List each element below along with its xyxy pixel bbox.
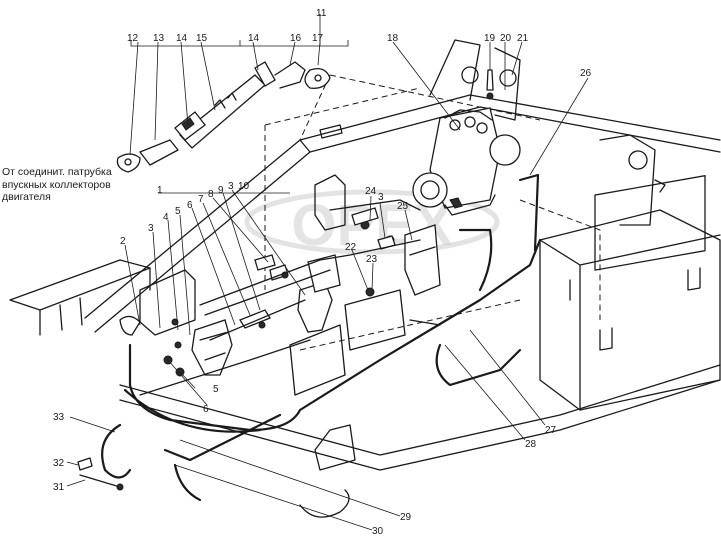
battery-box xyxy=(539,175,721,411)
label-3c: 3 xyxy=(378,192,384,203)
rear-bracket xyxy=(429,39,666,226)
air-compressor xyxy=(412,69,521,216)
label-5a: 5 xyxy=(175,206,181,217)
label-14b: 14 xyxy=(248,33,260,44)
leader-lines xyxy=(66,14,589,531)
label-28: 28 xyxy=(525,439,537,450)
label-30: 30 xyxy=(372,526,384,537)
label-22: 22 xyxy=(345,242,357,253)
intake-pipe xyxy=(116,61,331,173)
plates xyxy=(139,124,406,471)
label-4: 4 xyxy=(163,212,169,223)
valves xyxy=(119,207,441,377)
label-33: 33 xyxy=(53,412,65,423)
label-19: 19 xyxy=(484,33,496,44)
label-29: 29 xyxy=(400,512,412,523)
label-17: 17 xyxy=(312,33,324,44)
label-14a: 14 xyxy=(176,33,188,44)
label-9: 9 xyxy=(218,185,224,196)
label-10: 10 xyxy=(238,181,250,192)
dashed-outlines xyxy=(264,74,601,351)
label-13: 13 xyxy=(153,33,165,44)
note-line-3: двигателя xyxy=(2,191,51,203)
label-3a: 3 xyxy=(148,223,154,234)
clamp-parts xyxy=(77,423,132,491)
label-15: 15 xyxy=(196,33,208,44)
pipelines xyxy=(123,173,542,502)
label-16: 16 xyxy=(290,33,302,44)
note-line-1: От соединит. патрубка xyxy=(2,166,112,178)
label-31: 31 xyxy=(53,482,65,493)
label-26: 26 xyxy=(580,68,592,79)
part-numbers: 11 12 13 14 15 14 16 17 18 19 20 21 26 1… xyxy=(53,8,592,537)
label-32: 32 xyxy=(53,458,65,469)
label-24: 24 xyxy=(365,186,377,197)
label-5b: 5 xyxy=(213,384,219,395)
note-from-intake: От соединит. патрубка впускных коллектор… xyxy=(2,166,172,204)
label-6a: 6 xyxy=(187,200,193,211)
label-6b: 6 xyxy=(203,404,209,415)
label-18: 18 xyxy=(387,33,399,44)
label-8: 8 xyxy=(208,189,214,200)
label-2: 2 xyxy=(120,236,126,247)
label-25: 25 xyxy=(397,201,409,212)
label-21: 21 xyxy=(517,33,529,44)
label-3b: 3 xyxy=(228,181,234,192)
label-27: 27 xyxy=(545,425,557,436)
label-11: 11 xyxy=(316,8,327,19)
label-12: 12 xyxy=(127,33,139,44)
label-1: 1 xyxy=(157,185,163,196)
label-7: 7 xyxy=(198,194,204,205)
frame xyxy=(9,94,721,518)
note-line-2: впускных коллекторов xyxy=(2,178,111,191)
label-23: 23 xyxy=(366,254,378,265)
label-20: 20 xyxy=(500,33,512,44)
